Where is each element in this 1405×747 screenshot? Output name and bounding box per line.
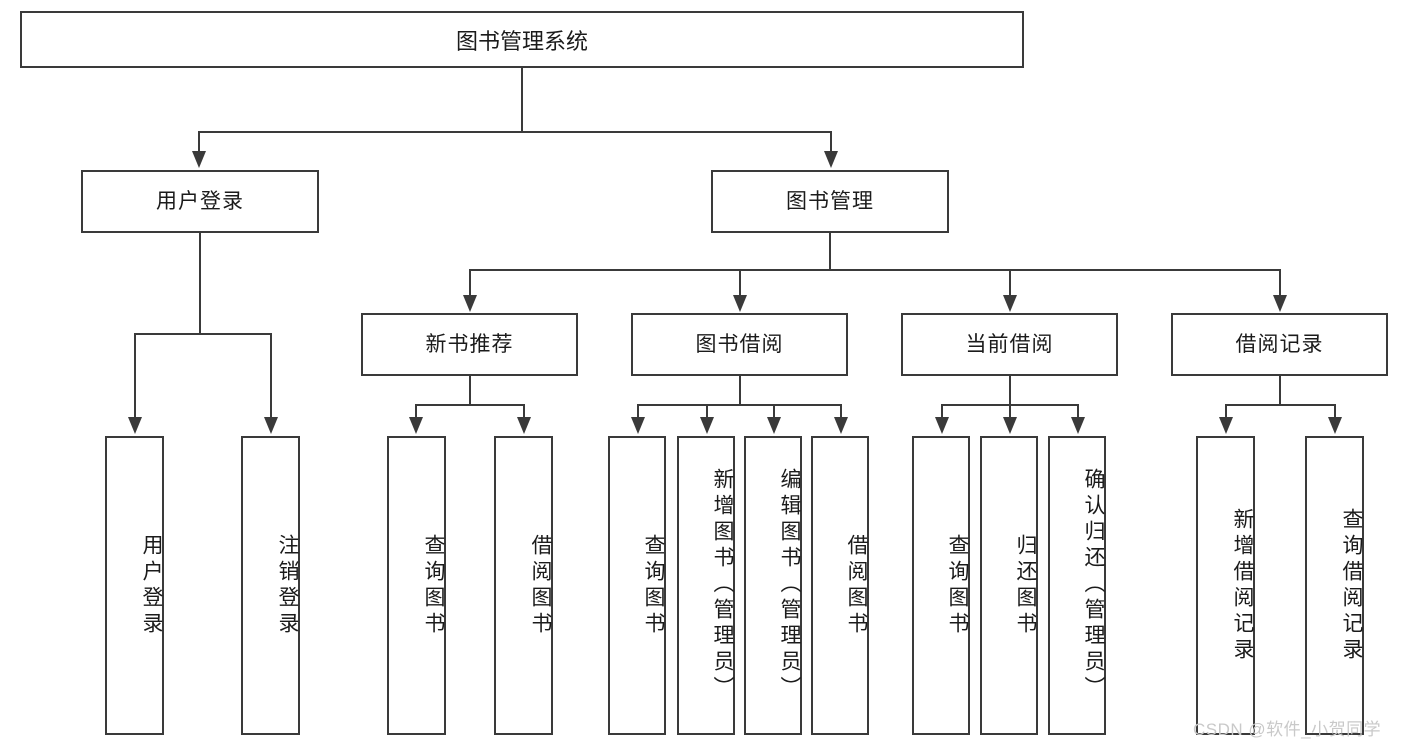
node-label: 借阅图书 — [529, 533, 552, 638]
leaf-new-book-query[interactable]: 查询图书 — [387, 436, 446, 735]
edge-borrow-record-bus — [1225, 404, 1335, 406]
csdn-watermark: CSDN @软件_小贺同学 — [1193, 720, 1382, 739]
node-label: 确认归还（管理员） — [1082, 467, 1105, 702]
edge-new-book-stem — [469, 376, 471, 405]
node-label: 归还图书 — [1014, 533, 1037, 638]
edge-book-borrow-drop-4 — [840, 404, 842, 419]
arrow-book-borrow-leaf-3 — [767, 417, 781, 434]
edge-book-manage-drop-4 — [1279, 269, 1281, 297]
arrow-new-book-leaf-1 — [409, 417, 423, 434]
node-label: 查询图书 — [642, 533, 665, 638]
leaf-book-borrow-query[interactable]: 查询图书 — [608, 436, 666, 735]
arrow-borrow-record-leaf-2 — [1328, 417, 1342, 434]
arrow-user-login-leaf-2 — [264, 417, 278, 434]
edge-book-borrow-drop-1 — [637, 404, 639, 419]
node-label: 用户登录 — [140, 533, 163, 638]
edge-user-login-bus — [134, 333, 271, 335]
leaf-book-borrow-borrow[interactable]: 借阅图书 — [811, 436, 869, 735]
node-current-borrow[interactable]: 当前借阅 — [901, 313, 1118, 376]
edge-current-borrow-drop-1 — [941, 404, 943, 419]
edge-book-manage-bus — [469, 269, 1280, 271]
edge-book-manage-drop-3 — [1009, 269, 1011, 297]
edge-new-book-bus — [415, 404, 524, 406]
arrow-book-manage-to-record — [1273, 295, 1287, 312]
leaf-current-borrow-query[interactable]: 查询图书 — [912, 436, 970, 735]
arrow-book-manage-to-current — [1003, 295, 1017, 312]
edge-root-bus — [198, 131, 832, 133]
edge-book-manage-stem — [829, 232, 831, 270]
node-label: 图书管理系统 — [455, 28, 588, 54]
leaf-borrow-record-query[interactable]: 查询借阅记录 — [1305, 436, 1364, 735]
node-label: 当前借阅 — [965, 332, 1054, 356]
node-borrow-record[interactable]: 借阅记录 — [1171, 313, 1388, 376]
node-label: 借阅记录 — [1235, 332, 1324, 356]
arrow-root-to-user-login — [192, 151, 206, 168]
arrow-root-to-book-manage — [824, 151, 838, 168]
node-book-borrow[interactable]: 图书借阅 — [631, 313, 848, 376]
node-label: 查询图书 — [946, 533, 969, 638]
arrow-current-borrow-leaf-3 — [1071, 417, 1085, 434]
edge-user-login-drop-1 — [134, 333, 136, 419]
node-label: 图书管理 — [786, 189, 874, 213]
node-root-system[interactable]: 图书管理系统 — [20, 11, 1024, 68]
node-label: 新书推荐 — [425, 332, 514, 356]
edge-borrow-record-drop-2 — [1334, 404, 1336, 419]
edge-new-book-drop-2 — [523, 404, 525, 419]
leaf-borrow-record-add[interactable]: 新增借阅记录 — [1196, 436, 1255, 735]
arrow-book-manage-to-borrow — [733, 295, 747, 312]
arrow-book-borrow-leaf-4 — [834, 417, 848, 434]
edge-root-drop-book — [830, 131, 832, 153]
node-label: 用户登录 — [156, 189, 244, 213]
leaf-book-borrow-add[interactable]: 新增图书（管理员） — [677, 436, 735, 735]
arrow-borrow-record-leaf-1 — [1219, 417, 1233, 434]
node-new-book-recommend[interactable]: 新书推荐 — [361, 313, 578, 376]
node-label: 注销登录 — [276, 533, 299, 638]
edge-book-manage-drop-2 — [739, 269, 741, 297]
edge-book-borrow-drop-2 — [706, 404, 708, 419]
edge-new-book-drop-1 — [415, 404, 417, 419]
edge-user-login-drop-2 — [270, 333, 272, 419]
edge-user-login-stem — [199, 233, 201, 334]
node-book-manage[interactable]: 图书管理 — [711, 170, 949, 233]
edge-borrow-record-drop-1 — [1225, 404, 1227, 419]
edge-root-stem — [521, 68, 523, 132]
edge-borrow-record-stem — [1279, 376, 1281, 405]
edge-book-borrow-drop-3 — [773, 404, 775, 419]
node-label: 查询图书 — [422, 533, 445, 638]
node-label: 图书借阅 — [695, 332, 784, 356]
node-user-login[interactable]: 用户登录 — [81, 170, 319, 233]
arrow-book-borrow-leaf-1 — [631, 417, 645, 434]
leaf-current-borrow-confirm[interactable]: 确认归还（管理员） — [1048, 436, 1106, 735]
leaf-current-borrow-return[interactable]: 归还图书 — [980, 436, 1038, 735]
edge-book-manage-drop-1 — [469, 269, 471, 297]
edge-current-borrow-drop-2 — [1009, 404, 1011, 419]
node-label: 新增图书（管理员） — [711, 467, 734, 702]
node-label: 编辑图书（管理员） — [778, 467, 801, 702]
arrow-new-book-leaf-2 — [517, 417, 531, 434]
leaf-book-borrow-edit[interactable]: 编辑图书（管理员） — [744, 436, 802, 735]
node-label: 查询借阅记录 — [1340, 507, 1363, 664]
edge-book-borrow-bus — [637, 404, 841, 406]
node-label: 借阅图书 — [845, 533, 868, 638]
arrow-book-manage-to-new-book — [463, 295, 477, 312]
arrow-current-borrow-leaf-1 — [935, 417, 949, 434]
edge-book-borrow-stem — [739, 376, 741, 405]
edge-current-borrow-stem — [1009, 376, 1011, 405]
node-label: 新增借阅记录 — [1231, 507, 1254, 664]
leaf-new-book-borrow[interactable]: 借阅图书 — [494, 436, 553, 735]
arrow-book-borrow-leaf-2 — [700, 417, 714, 434]
arrow-user-login-leaf-1 — [128, 417, 142, 434]
edge-current-borrow-drop-3 — [1077, 404, 1079, 419]
leaf-user-login-login[interactable]: 用户登录 — [105, 436, 164, 735]
arrow-current-borrow-leaf-2 — [1003, 417, 1017, 434]
edge-root-drop-user — [198, 131, 200, 153]
leaf-user-login-logout[interactable]: 注销登录 — [241, 436, 300, 735]
